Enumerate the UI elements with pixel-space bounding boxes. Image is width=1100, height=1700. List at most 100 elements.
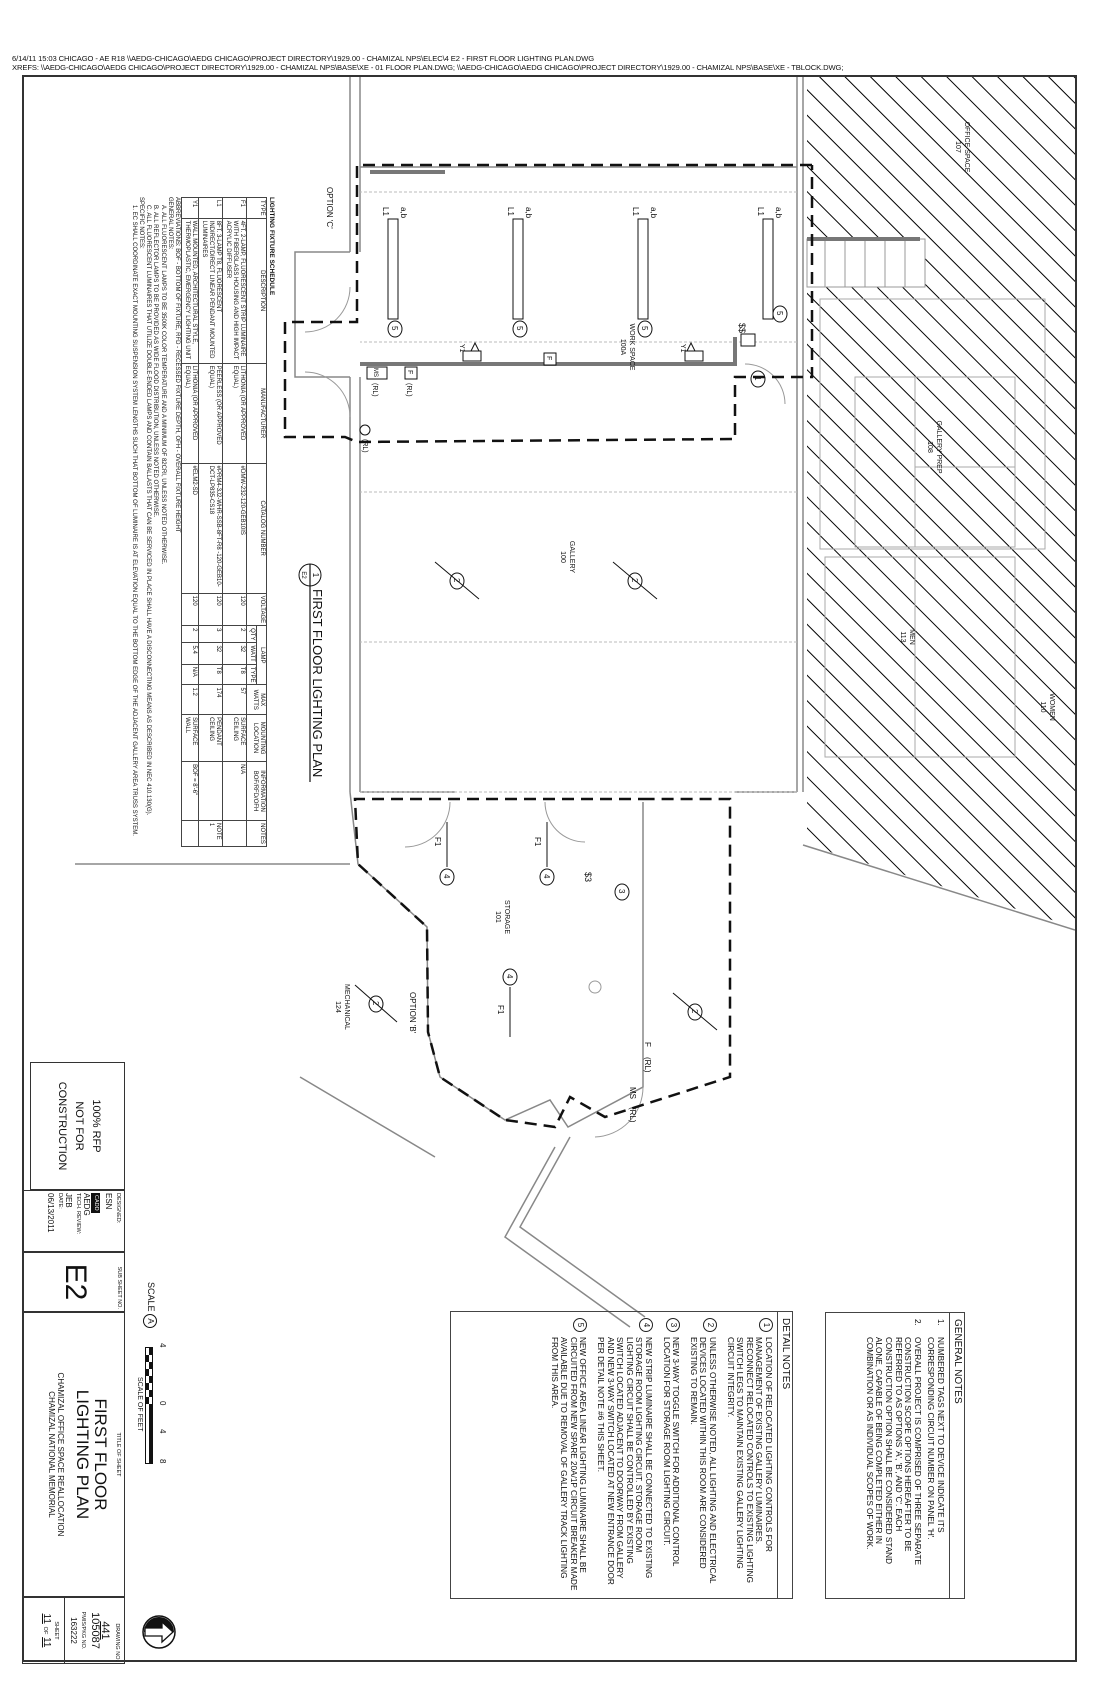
field-label: SUB SHEET NO. — [116, 1266, 122, 1309]
notes-heading: GENERAL NOTES: — [166, 197, 173, 250]
plot-path-line: 6/14/11 15:03 CHICAGO - AE R18 \\AEDG-CH… — [12, 54, 595, 63]
lighting-fixture-schedule: LIGHTING FIXTURE SCHEDULE TYPE DESCRIPTI… — [130, 197, 275, 847]
fixture-label: L1 — [381, 207, 390, 216]
room-number: 124 — [334, 1001, 341, 1013]
schedule-title: LIGHTING FIXTURE SCHEDULE — [268, 197, 275, 296]
circuit-tag: 4 — [442, 874, 451, 879]
stamp-line: 100% RFP — [90, 1099, 102, 1153]
scale-tick: 4 — [158, 1343, 167, 1348]
park-name: CHAMIZAL NATIONAL MEMORIAL — [47, 1391, 56, 1518]
switch-symbol: $$ — [737, 323, 747, 333]
col-header: NOTES — [246, 820, 267, 847]
cell: 2 — [181, 625, 199, 643]
fixture-label: L1 — [506, 207, 515, 216]
general-notes-title: GENERAL NOTES — [949, 1313, 964, 1598]
cell: 32 — [222, 642, 247, 665]
field-label: DATE: — [57, 1193, 63, 1209]
cell: NOTE 1 — [198, 820, 223, 847]
cell: 4FT. 2-LAMP, FLUORESCENT STRIP LUMINAIRE… — [222, 218, 247, 364]
circuit-tag: 5 — [775, 311, 784, 316]
col-header: QTY — [246, 625, 257, 643]
scale-symbol: A — [143, 1314, 157, 1329]
sheet-title: FIRST FLOOR — [91, 1398, 110, 1511]
room-number: 107 — [954, 141, 961, 153]
cell: PENDANT CEILING — [198, 714, 223, 762]
stamp-line: NOT FOR — [73, 1101, 85, 1151]
option-b-boundary — [353, 797, 732, 1129]
note-text: NEW 3-WAY TOGGLE SWITCH FOR ADDITIONAL C… — [661, 1337, 681, 1567]
xrefs-line: XREFS: \\AEDG-CHICAGO\AEDG CHICAGO\PROJE… — [12, 63, 844, 72]
fire-alarm-label: F — [406, 370, 413, 374]
drawing-sheet: L1 L1 L1 L1 a,b a,b a,b a,b 5 5 5 5 Y1 Y… — [22, 75, 1077, 1664]
drawing-number: 441 — [99, 1621, 111, 1640]
note-text: NUMBERED TAGS NEXT TO DEVICE INDICATE IT… — [926, 1337, 945, 1540]
switch-legs-label: a,b — [524, 207, 533, 219]
y1-label: Y1 — [458, 344, 465, 353]
col-header: DESCRIPTION — [246, 218, 267, 364]
scale-tick: 8 — [158, 1459, 167, 1464]
note-text: UNLESS OTHERWISE NOTED, ALL LIGHTING AND… — [688, 1337, 718, 1584]
stamp-line: CONSTRUCTION — [56, 1081, 68, 1171]
field-label: PMIS/PKG NO. — [80, 1611, 86, 1650]
cell: N/A — [181, 664, 199, 685]
field-label: OF — [42, 1626, 48, 1635]
fixture-label: F1 — [496, 1005, 505, 1015]
field-value: AEDG — [82, 1193, 91, 1216]
scale-units: SCALE OF FEET — [136, 1377, 143, 1432]
cell: 1.2 — [181, 684, 199, 715]
switch-legs-label: a,b — [649, 207, 658, 219]
col-header: MAX WATTS — [246, 684, 267, 715]
note-tag: 1 — [759, 1318, 773, 1332]
file-path-header: 6/14/11 15:03 CHICAGO - AE R18 \\AEDG-CH… — [12, 54, 843, 72]
cell: SURFACE CEILING — [222, 714, 247, 762]
option-b-label: OPTION 'B' — [408, 992, 417, 1034]
sheet-number: 11 — [41, 1613, 52, 1624]
cell: #PRM4-3J2-WHR-SSB-8FT-R8 -120-GEB10-DCT-… — [198, 463, 223, 594]
cell: SURFACE WALL — [181, 714, 199, 762]
detail-sheet: E2 — [300, 571, 306, 579]
room-number: 113 — [899, 631, 906, 642]
cell: 5.4 — [181, 642, 199, 665]
relocated-label: (RL) — [361, 439, 368, 453]
note: 1. EC SHALL COORDINATE EXACT MOUNTING SU… — [130, 205, 137, 836]
cell: L1 — [198, 197, 223, 219]
scale-bar — [145, 1347, 153, 1464]
room-name: MECHANICAL — [343, 984, 350, 1030]
sheet-total: 11 — [41, 1637, 52, 1648]
field-value: JEB — [64, 1193, 73, 1208]
cell: F1 — [222, 197, 247, 219]
cell — [198, 761, 223, 821]
project-name: CHAMIZAL OFFICE SPACE REALLOCATION — [56, 1372, 65, 1537]
l1-fixtures: L1 L1 L1 L1 a,b a,b a,b a,b 5 5 5 5 — [381, 207, 788, 338]
general-notes-box: GENERAL NOTES 1.NUMBERED TAGS NEXT TO DE… — [825, 1312, 965, 1599]
circuit-tag: 4 — [542, 874, 551, 879]
pmis-number: 163222 — [64, 1598, 78, 1663]
circuit-tag: 3 — [617, 889, 626, 894]
field-label: DESIGNED: — [115, 1193, 121, 1224]
y1-label: Y1 — [679, 344, 686, 353]
drawing-number: 105087 — [89, 1612, 101, 1649]
room-number: 108 — [926, 441, 933, 453]
cell: 120 — [198, 593, 223, 626]
cell: LITHONIA (OR APPROVED EQUAL) — [222, 363, 247, 464]
scale-text: SCALE — [146, 1282, 156, 1312]
col-header: WATT — [246, 642, 257, 665]
note-text: NEW OFFICE AREA LINEAR LIGHTING LUMINAIR… — [549, 1337, 588, 1591]
cell: PEERLESS (OR APPROVED EQUAL) — [198, 363, 223, 464]
cell: T8 — [198, 664, 223, 685]
field-label: CADD — [91, 1193, 100, 1213]
field-value: ESN — [104, 1193, 113, 1210]
relocated-label: (RL) — [371, 383, 378, 397]
switch-legs-label: a,b — [774, 207, 783, 219]
note-item: 1.NUMBERED TAGS NEXT TO DEVICE INDICATE … — [926, 1313, 949, 1598]
cell: 3 — [198, 625, 223, 643]
note: A. ALL FLUORESCENT LAMPS TO BE 3500K COL… — [159, 205, 166, 565]
hatched-area — [807, 77, 1075, 927]
circuit-tag: 1 — [753, 376, 762, 381]
field-label: SHEET — [53, 1621, 59, 1640]
stamp-box: 100% RFP NOT FOR CONSTRUCTION — [30, 1062, 125, 1190]
switch-legs-label: a,b — [399, 207, 408, 219]
room-name: GALLERY — [568, 541, 575, 573]
